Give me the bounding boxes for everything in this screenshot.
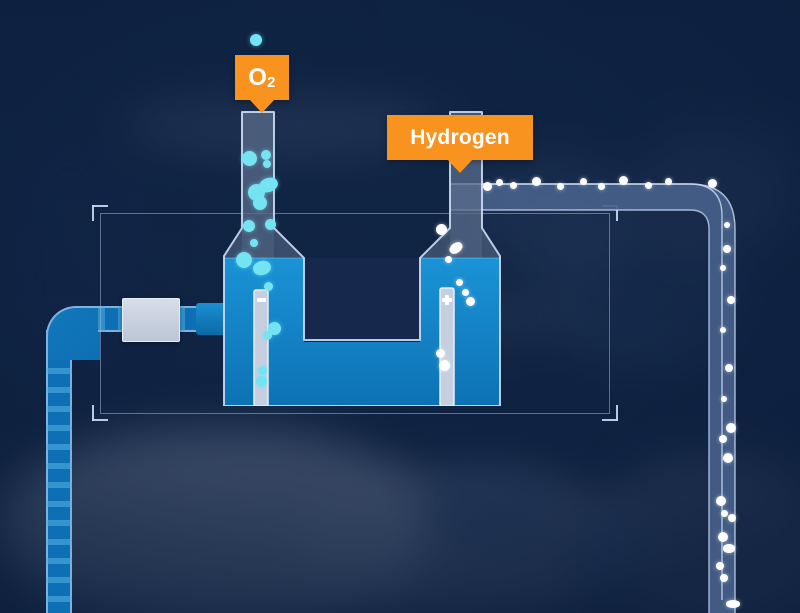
bubble-hydrogen <box>466 297 475 306</box>
bubble <box>645 182 652 189</box>
bubble <box>721 510 728 517</box>
bubble-oxygen <box>250 239 258 247</box>
bubble-oxygen <box>258 366 267 375</box>
bubble-oxygen <box>265 219 276 230</box>
bubble <box>723 453 733 463</box>
bubble-hydrogen <box>436 224 447 235</box>
bubble-hydrogen <box>456 279 463 286</box>
bubble <box>723 544 735 553</box>
bubble <box>532 177 541 186</box>
bubble <box>720 574 728 582</box>
label-hydrogen-pointer <box>447 159 473 173</box>
bubble-hydrogen <box>445 256 452 263</box>
label-oxygen-subscript: 2 <box>267 74 276 91</box>
bubble <box>716 562 724 570</box>
bubble-oxygen <box>236 252 252 268</box>
label-hydrogen[interactable]: Hydrogen <box>387 115 533 173</box>
selection-handle-top-left[interactable] <box>92 205 108 221</box>
bubble-oxygen <box>261 150 271 160</box>
bubble <box>723 245 731 253</box>
label-hydrogen-text: Hydrogen <box>410 125 510 149</box>
bubble <box>727 296 735 304</box>
bubble-oxygen <box>256 376 267 387</box>
bubble <box>665 178 672 185</box>
hydrogen-outlet-pipe <box>440 175 770 613</box>
bubble-oxygen <box>263 331 272 340</box>
water-pipe-vertical <box>46 330 72 613</box>
bubble-oxygen <box>264 282 273 291</box>
bubble <box>725 364 733 372</box>
bubble <box>619 176 628 185</box>
bubble-hydrogen <box>462 289 469 296</box>
bubble <box>708 179 717 188</box>
bubble <box>496 179 503 186</box>
bubble <box>720 327 726 333</box>
bubble <box>510 182 517 189</box>
bubble <box>716 496 726 506</box>
bubble <box>718 532 728 542</box>
bubble-oxygen <box>268 322 281 335</box>
label-oxygen-text: O <box>248 63 268 91</box>
bubble <box>720 265 726 271</box>
bubble-oxygen <box>253 196 267 210</box>
pump-valve-box <box>122 298 180 342</box>
bubble-oxygen <box>242 151 257 166</box>
bubble-oxygen <box>250 34 262 46</box>
selection-frame[interactable] <box>100 213 610 414</box>
bubble <box>598 183 605 190</box>
bubble <box>721 396 727 402</box>
bubble-hydrogen <box>436 349 445 358</box>
selection-handle-bottom-right[interactable] <box>602 405 618 421</box>
water-pipe-elbow <box>46 306 100 360</box>
bubble-oxygen <box>243 220 255 232</box>
bubble <box>580 178 587 185</box>
bubble <box>719 435 727 443</box>
bubble <box>557 183 564 190</box>
bubble-oxygen <box>263 160 271 168</box>
selection-handle-bottom-left[interactable] <box>92 405 108 421</box>
bubble <box>483 182 492 191</box>
bubble-hydrogen <box>439 360 450 371</box>
bubble <box>724 222 730 228</box>
label-oxygen-pointer <box>249 99 275 113</box>
bubble <box>728 514 736 522</box>
bubble <box>726 600 740 608</box>
bubble <box>726 423 736 433</box>
